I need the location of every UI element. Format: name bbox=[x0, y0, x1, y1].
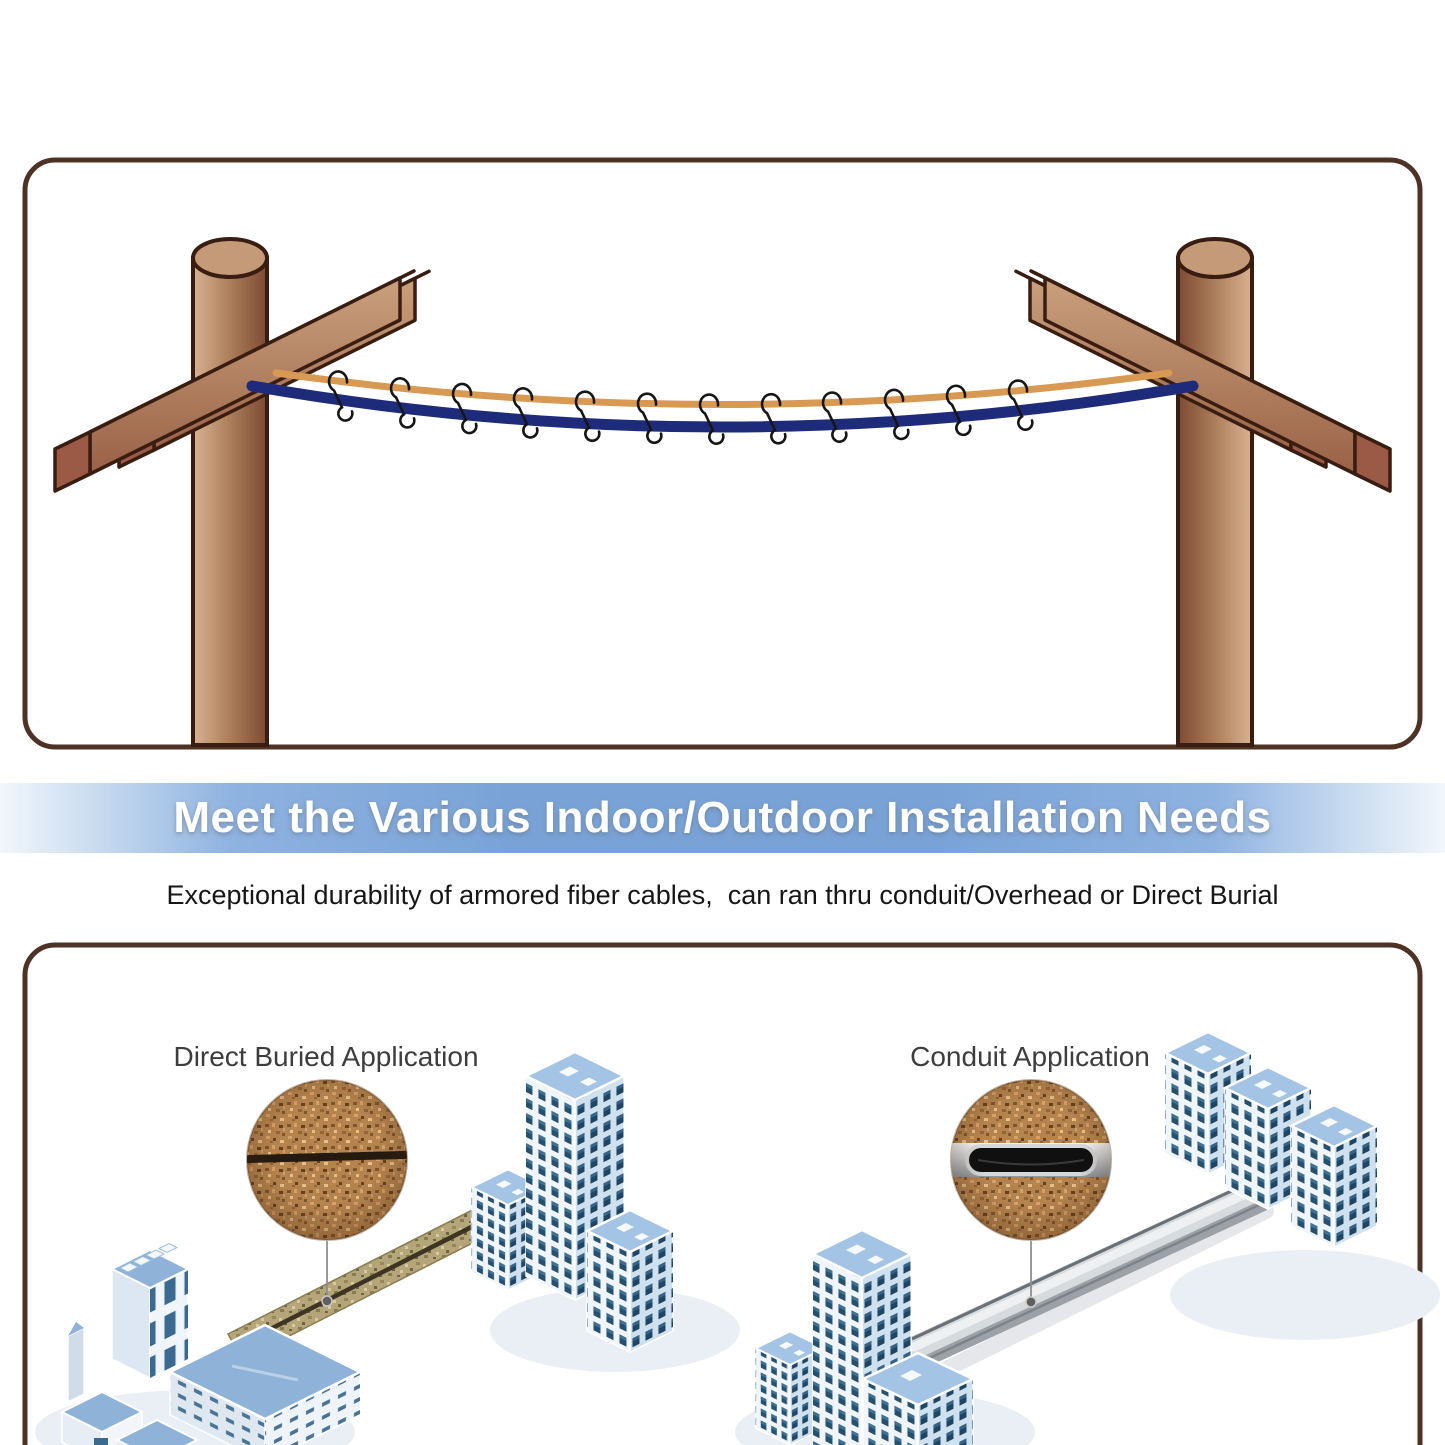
soil-closeup-circle-conduit bbox=[950, 1079, 1112, 1241]
conduit-scene: Conduit Application bbox=[735, 1030, 1440, 1445]
conduit-label: Conduit Application bbox=[910, 1041, 1150, 1072]
tower-cluster-shadow-right bbox=[1170, 1250, 1440, 1340]
banner-title: Meet the Various Indoor/Outdoor Installa… bbox=[173, 793, 1272, 842]
pointer-dot-buried bbox=[321, 1295, 333, 1307]
conduit-pipe bbox=[900, 1173, 1287, 1389]
direct-buried-scene: Direct Buried Application bbox=[35, 1041, 740, 1445]
soil-closeup-circle-buried bbox=[246, 1079, 408, 1241]
industrial-building-cluster bbox=[59, 1242, 363, 1445]
pointer-dot-conduit bbox=[1025, 1296, 1037, 1308]
underground-illustration: Direct Buried Application bbox=[22, 942, 1440, 1445]
direct-buried-label: Direct Buried Application bbox=[173, 1041, 478, 1072]
messenger-wire bbox=[272, 369, 1173, 408]
section-banner: Meet the Various Indoor/Outdoor Installa… bbox=[0, 783, 1445, 853]
overhead-illustration bbox=[22, 157, 1423, 750]
fiber-cable bbox=[246, 380, 1199, 433]
underground-panel-frame bbox=[22, 942, 1423, 1445]
subtitle-text: Exceptional durability of armored fiber … bbox=[166, 879, 1279, 910]
